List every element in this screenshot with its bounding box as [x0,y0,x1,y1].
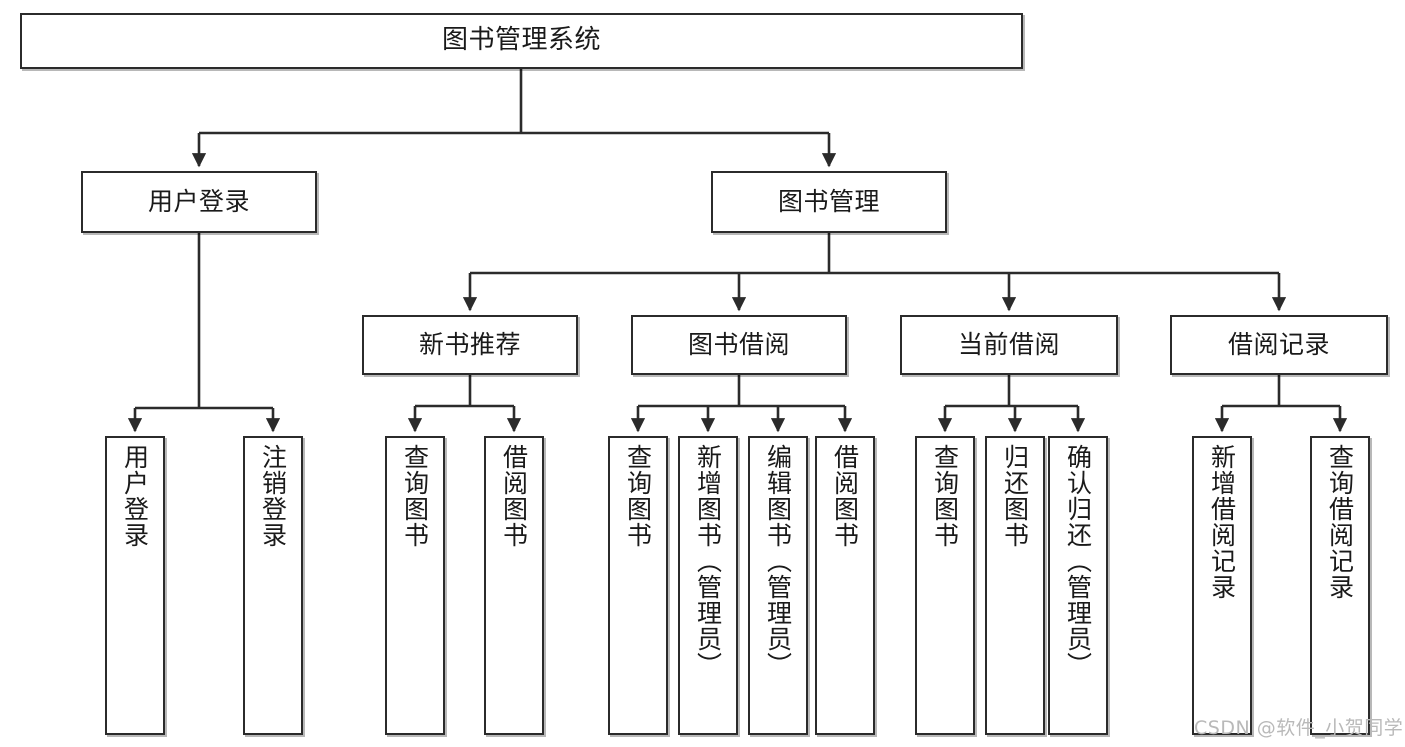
node-leaf-user-login-label: 用户登录 [120,444,150,548]
node-leaf-borrow-query-book-label: 查询图书 [623,444,653,548]
node-current-borrow[interactable]: 当前借阅 [900,315,1118,375]
node-leaf-record-add-label: 新增借阅记录 [1207,444,1237,600]
node-user-login[interactable]: 用户登录 [81,171,317,233]
node-book-borrow[interactable]: 图书借阅 [631,315,847,375]
node-new-book-rec[interactable]: 新书推荐 [362,315,578,375]
node-leaf-user-logout-label: 注销登录 [258,444,288,548]
node-book-borrow-label: 图书借阅 [687,330,790,359]
node-current-borrow-label: 当前借阅 [957,330,1060,359]
node-root[interactable]: 图书管理系统 [20,13,1023,69]
node-leaf-borrow-add-book-label: 新增图书（管理员） [693,444,723,678]
node-borrow-record[interactable]: 借阅记录 [1170,315,1388,375]
node-leaf-current-return-book-label: 归还图书 [1000,444,1030,548]
node-leaf-borrow-borrow-book-label: 借阅图书 [830,444,860,548]
node-leaf-borrow-add-book[interactable]: 新增图书（管理员） [678,436,738,735]
node-leaf-rec-query-book-label: 查询图书 [400,444,430,548]
csdn-watermark: CSDN @软件_小贺同学 [1194,717,1404,739]
node-root-label: 图书管理系统 [441,25,601,56]
node-leaf-current-query-book-label: 查询图书 [930,444,960,548]
node-book-manage[interactable]: 图书管理 [711,171,947,233]
node-leaf-borrow-edit-book[interactable]: 编辑图书（管理员） [748,436,808,735]
node-leaf-rec-borrow-book-label: 借阅图书 [499,444,529,548]
node-leaf-borrow-edit-book-label: 编辑图书（管理员） [763,444,793,678]
node-leaf-user-logout[interactable]: 注销登录 [243,436,303,735]
node-leaf-current-confirm-return-label: 确认归还（管理员） [1063,444,1093,678]
node-leaf-record-query[interactable]: 查询借阅记录 [1310,436,1370,735]
node-leaf-current-query-book[interactable]: 查询图书 [915,436,975,735]
node-leaf-record-query-label: 查询借阅记录 [1325,444,1355,600]
node-leaf-user-login[interactable]: 用户登录 [105,436,165,735]
node-leaf-borrow-query-book[interactable]: 查询图书 [608,436,668,735]
node-leaf-current-return-book[interactable]: 归还图书 [985,436,1045,735]
node-leaf-rec-query-book[interactable]: 查询图书 [385,436,445,735]
node-user-login-label: 用户登录 [147,187,250,216]
node-book-manage-label: 图书管理 [777,187,880,216]
node-leaf-record-add[interactable]: 新增借阅记录 [1192,436,1252,735]
node-leaf-rec-borrow-book[interactable]: 借阅图书 [484,436,544,735]
node-leaf-current-confirm-return[interactable]: 确认归还（管理员） [1048,436,1108,735]
node-borrow-record-label: 借阅记录 [1227,330,1330,359]
node-new-book-rec-label: 新书推荐 [418,330,521,359]
node-leaf-borrow-borrow-book[interactable]: 借阅图书 [815,436,875,735]
